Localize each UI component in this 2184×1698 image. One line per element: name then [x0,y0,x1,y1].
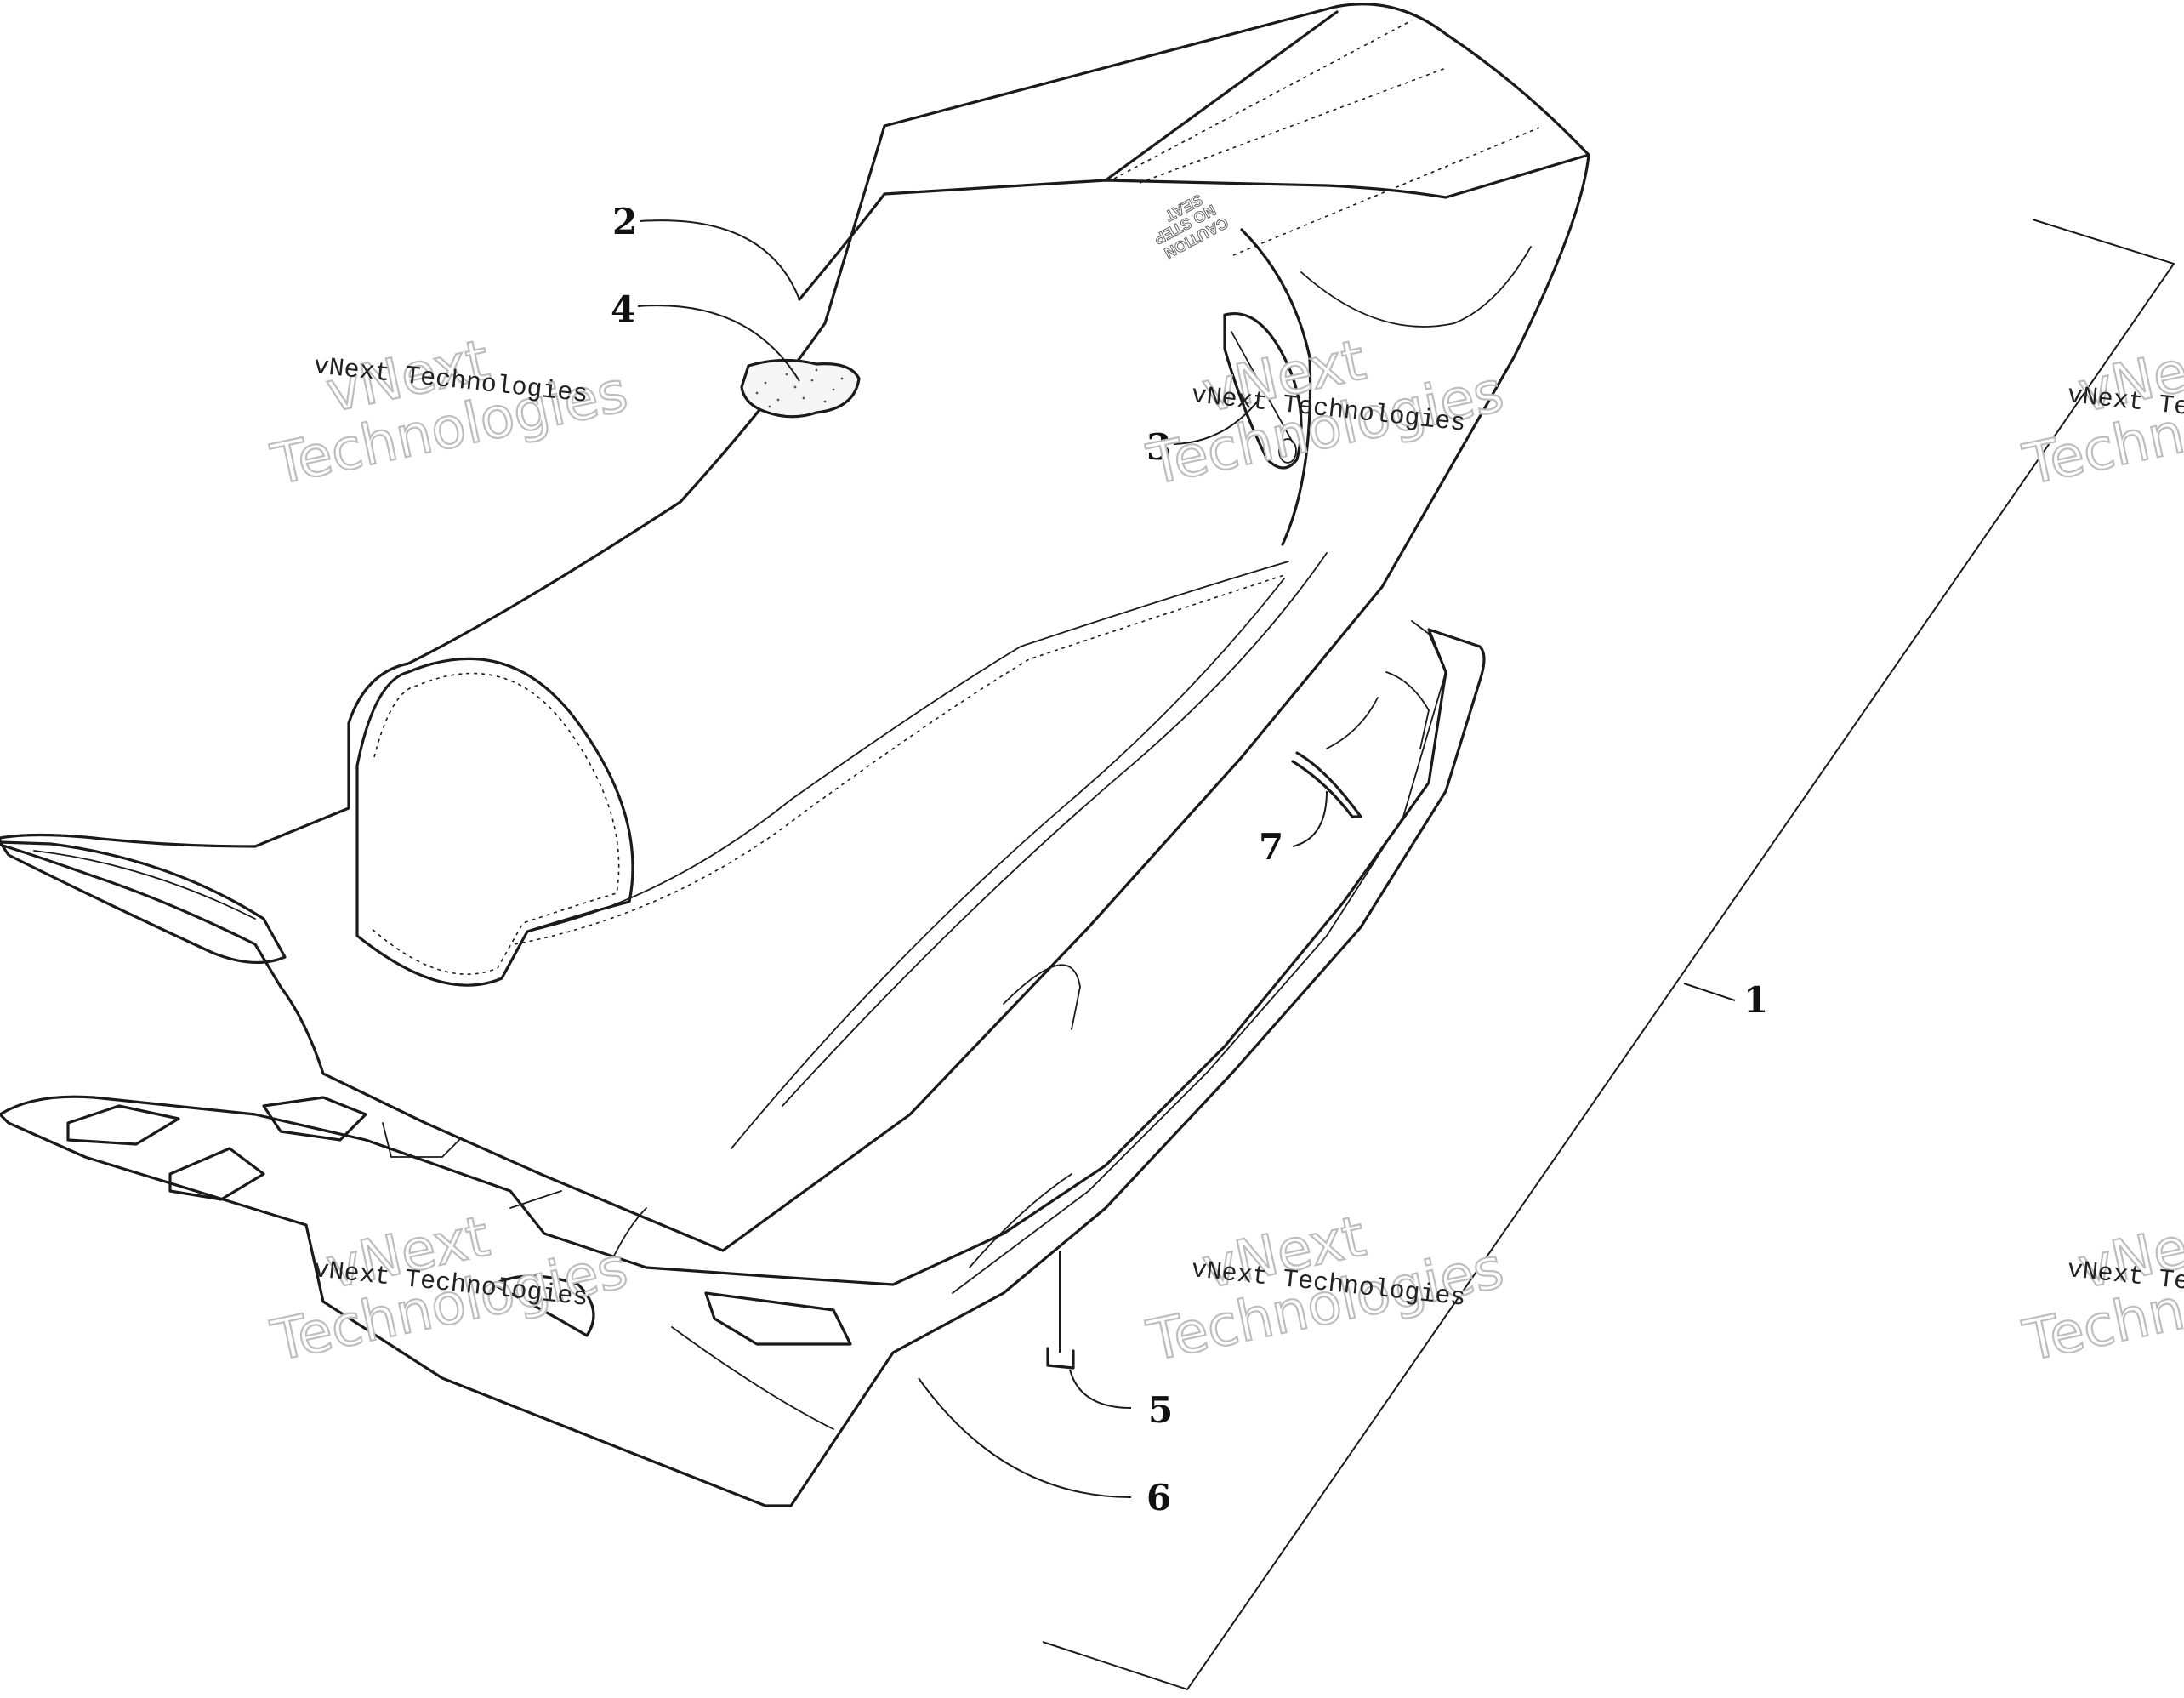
seat-cover [0,3,1590,1252]
callout-7: 7 [1259,826,1283,868]
caution-decal: CAUTION NO STEP SEAT [1151,191,1231,262]
seat-base [0,620,1486,1507]
foam-patch [740,358,861,419]
callout-5: 5 [1148,1389,1173,1431]
watermarks: vNext Technologies vNext Technologies vN… [264,326,2184,1375]
leader-lines [637,219,1736,1498]
svg-text:vNext: vNext [321,1203,495,1301]
callout-2: 2 [612,201,637,242]
callout-4: 4 [611,288,635,330]
callouts: 1 2 3 4 5 6 7 [611,201,1768,1519]
latch-cable [1223,312,1303,470]
callout-6: 6 [1146,1477,1171,1519]
callout-3: 3 [1146,426,1171,468]
clip-part [1046,1347,1075,1370]
grab-handle [0,840,287,964]
callout-1: 1 [1743,979,1768,1021]
assembly-bracket [1042,219,2175,1691]
